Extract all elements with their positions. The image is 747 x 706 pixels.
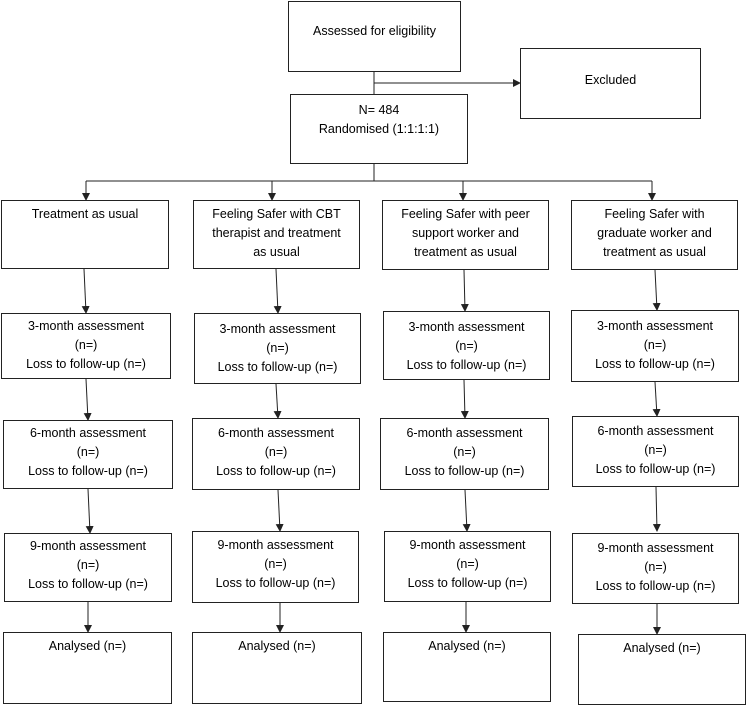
assessment-label: 9-month assessment xyxy=(217,538,334,552)
randomised-box: N= 484 Randomised (1:1:1:1) xyxy=(290,94,468,164)
arm-2-title-line: Feeling Safer with CBT xyxy=(212,207,341,221)
assessment-n: (n=) xyxy=(76,558,100,572)
assessment-label: 6-month assessment xyxy=(597,424,714,438)
loss-to-follow-up: Loss to follow-up (n=) xyxy=(404,464,525,478)
assessment-n: (n=) xyxy=(74,338,98,352)
arm-2-title-line: as usual xyxy=(253,245,300,259)
arm-2-9month-box: 9-month assessment (n=) Loss to follow-u… xyxy=(192,531,359,603)
assessment-label: 9-month assessment xyxy=(29,539,147,553)
excluded-text: Excluded xyxy=(584,73,637,87)
arm-1-6month-box: 6-month assessment (n=) Loss to follow-u… xyxy=(3,420,173,489)
assessment-n: (n=) xyxy=(644,560,667,574)
loss-to-follow-up: Loss to follow-up (n=) xyxy=(216,464,336,478)
arm-1-analysed-box: Analysed (n=) xyxy=(3,632,172,704)
loss-to-follow-up: Loss to follow-up (n=) xyxy=(26,357,146,371)
assessment-n: (n=) xyxy=(455,339,478,353)
arm-2-analysed-box: Analysed (n=) xyxy=(192,632,362,704)
assessment-label: 6-month assessment xyxy=(406,426,523,440)
loss-to-follow-up: Loss to follow-up (n=) xyxy=(28,464,148,478)
assessment-label: 3-month assessment xyxy=(596,319,714,333)
arm-2-3month-box: 3-month assessment (n=) Loss to follow-u… xyxy=(194,313,361,384)
arm-3-6month-box: 6-month assessment (n=) Loss to follow-u… xyxy=(380,418,549,490)
assessment-label: 3-month assessment xyxy=(408,320,525,334)
assessment-label: 9-month assessment xyxy=(597,541,714,555)
arm-3-analysed-box: Analysed (n=) xyxy=(383,632,551,702)
eligibility-text: Assessed for eligibility xyxy=(313,24,436,38)
assessment-n: (n=) xyxy=(266,341,289,355)
assessment-label: 3-month assessment xyxy=(219,322,336,336)
assessment-n: (n=) xyxy=(76,445,100,459)
loss-to-follow-up: Loss to follow-up (n=) xyxy=(217,360,338,374)
randomised-n: N= 484 xyxy=(358,103,400,117)
eligibility-box: Assessed for eligibility xyxy=(288,1,461,72)
arm-4-3month-box: 3-month assessment (n=) Loss to follow-u… xyxy=(571,310,739,382)
assessment-label: 9-month assessment xyxy=(409,538,526,552)
arm-4-title-line: treatment as usual xyxy=(603,245,706,259)
arm-4-analysed-box: Analysed (n=) xyxy=(578,634,746,705)
loss-to-follow-up: Loss to follow-up (n=) xyxy=(406,358,527,372)
assessment-label: 3-month assessment xyxy=(27,319,145,333)
arm-1-title-box: Treatment as usual xyxy=(1,200,169,269)
arm-3-title-line: Feeling Safer with peer xyxy=(401,207,530,221)
assessment-n: (n=) xyxy=(456,557,479,571)
arm-3-3month-box: 3-month assessment (n=) Loss to follow-u… xyxy=(383,311,550,380)
arm-4-title-line: Feeling Safer with xyxy=(604,207,705,221)
arm-1-title-line: Treatment as usual xyxy=(31,207,139,221)
assessment-n: (n=) xyxy=(453,445,476,459)
loss-to-follow-up: Loss to follow-up (n=) xyxy=(407,576,528,590)
arm-2-title-box: Feeling Safer with CBT therapist and tre… xyxy=(193,200,360,269)
arm-3-title-line: support worker and xyxy=(411,226,519,240)
arm-3-title-box: Feeling Safer with peer support worker a… xyxy=(382,200,549,270)
arm-1-3month-box: 3-month assessment (n=) Loss to follow-u… xyxy=(1,313,171,379)
excluded-box: Excluded xyxy=(520,48,701,119)
analysed-text: Analysed (n=) xyxy=(48,639,127,653)
arm-3-title-line: treatment as usual xyxy=(414,245,517,259)
analysed-text: Analysed (n=) xyxy=(623,641,701,655)
arm-4-title-line: graduate worker and xyxy=(597,226,712,240)
loss-to-follow-up: Loss to follow-up (n=) xyxy=(595,579,716,593)
loss-to-follow-up: Loss to follow-up (n=) xyxy=(595,357,715,371)
arm-2-title-line: therapist and treatment xyxy=(212,226,341,240)
loss-to-follow-up: Loss to follow-up (n=) xyxy=(215,576,336,590)
assessment-n: (n=) xyxy=(644,443,667,457)
assessment-n: (n=) xyxy=(264,557,287,571)
arm-4-9month-box: 9-month assessment (n=) Loss to follow-u… xyxy=(572,533,739,604)
arm-3-9month-box: 9-month assessment (n=) Loss to follow-u… xyxy=(384,531,551,602)
assessment-label: 6-month assessment xyxy=(217,426,335,440)
arm-4-6month-box: 6-month assessment (n=) Loss to follow-u… xyxy=(572,416,739,487)
assessment-n: (n=) xyxy=(643,338,667,352)
arm-1-9month-box: 9-month assessment (n=) Loss to follow-u… xyxy=(4,533,172,602)
assessment-label: 6-month assessment xyxy=(29,426,147,440)
analysed-text: Analysed (n=) xyxy=(428,639,506,653)
analysed-text: Analysed (n=) xyxy=(238,639,316,653)
randomised-ratio: Randomised (1:1:1:1) xyxy=(318,122,440,136)
arm-4-title-box: Feeling Safer with graduate worker and t… xyxy=(571,200,738,270)
arm-2-6month-box: 6-month assessment (n=) Loss to follow-u… xyxy=(192,418,360,490)
loss-to-follow-up: Loss to follow-up (n=) xyxy=(595,462,716,476)
loss-to-follow-up: Loss to follow-up (n=) xyxy=(28,577,148,591)
assessment-n: (n=) xyxy=(264,445,288,459)
